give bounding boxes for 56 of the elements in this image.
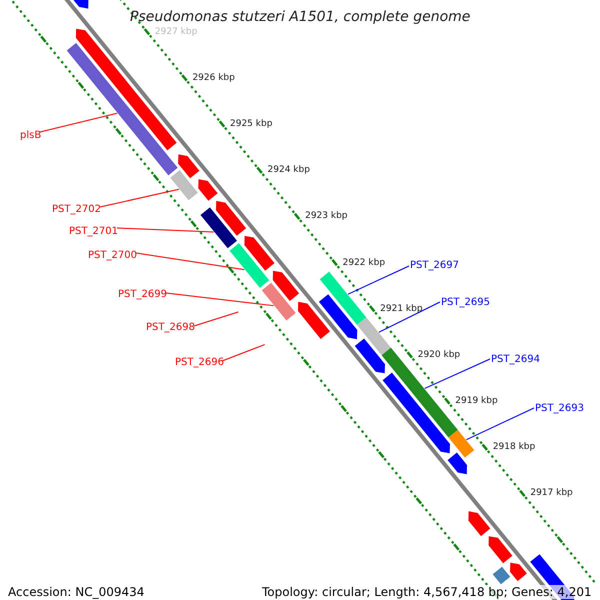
gene-label: PST_2701 <box>69 226 118 237</box>
leader-line <box>116 228 214 232</box>
leader-line <box>466 408 534 440</box>
gene-block <box>354 338 385 374</box>
leader-line <box>194 311 239 326</box>
gene-block <box>66 42 178 176</box>
gene-label: PST_2699 <box>118 289 167 300</box>
gene-label: PST_2697 <box>410 260 459 271</box>
gene-block <box>382 372 450 454</box>
gene-block <box>510 562 527 582</box>
leader-line <box>348 266 410 295</box>
gene-block <box>320 272 366 325</box>
leader-line <box>100 188 180 208</box>
gene-block <box>216 200 246 236</box>
gene-block <box>170 170 198 200</box>
gene-block <box>272 270 300 301</box>
scale-label: 2919 kbp <box>455 396 498 406</box>
title: Pseudomonas stutzeri A1501, complete genome <box>130 9 470 25</box>
gene-label: PST_2695 <box>441 297 490 308</box>
scale-label: 2925 kbp <box>230 119 272 130</box>
gene-label: PST_2702 <box>52 204 101 215</box>
scale-label: 2923 kbp <box>305 211 348 222</box>
gene-block <box>200 207 237 248</box>
gene-label: plsB <box>20 130 42 141</box>
gene-label: PST_2693 <box>535 403 584 414</box>
leader-line <box>166 292 274 306</box>
scale-label: 2922 kbp <box>342 258 386 268</box>
scale-label: 2924 kbp <box>268 165 310 176</box>
gene-label: PST_2696 <box>175 357 224 368</box>
scale-label: 2926 kbp <box>192 72 235 83</box>
scale-label: 2917 kbp <box>530 488 573 498</box>
gene-block <box>198 179 218 201</box>
gene-block <box>318 294 358 340</box>
gene-block <box>262 282 296 320</box>
gene-block <box>488 536 512 564</box>
gene-block <box>230 243 270 288</box>
gene-label: PST_2694 <box>491 354 540 365</box>
gene-block <box>298 302 330 339</box>
gene-block <box>448 452 467 474</box>
info-text: Accession: NC_009434 <box>8 585 144 599</box>
gene-block <box>357 317 391 356</box>
leader-line <box>424 358 490 389</box>
leader-line <box>222 344 266 362</box>
leader-line <box>378 302 440 333</box>
info-text: Topology: circular; Length: 4,567,418 bp; Genes: 4,201 <box>262 585 592 599</box>
gene-block <box>468 511 490 536</box>
scale-label: 2927 kbp <box>154 26 198 37</box>
leader-line <box>136 252 245 270</box>
gene-label: PST_2700 <box>88 250 137 261</box>
gene-block <box>244 236 274 271</box>
leader-line <box>40 112 118 132</box>
gene-block <box>76 28 177 150</box>
scale-label: 2918 kbp <box>492 442 536 452</box>
scale-label: 2921 kbp <box>380 304 423 314</box>
scale-label: 2920 kbp <box>418 350 460 360</box>
gene-label: PST_2698 <box>146 322 195 333</box>
